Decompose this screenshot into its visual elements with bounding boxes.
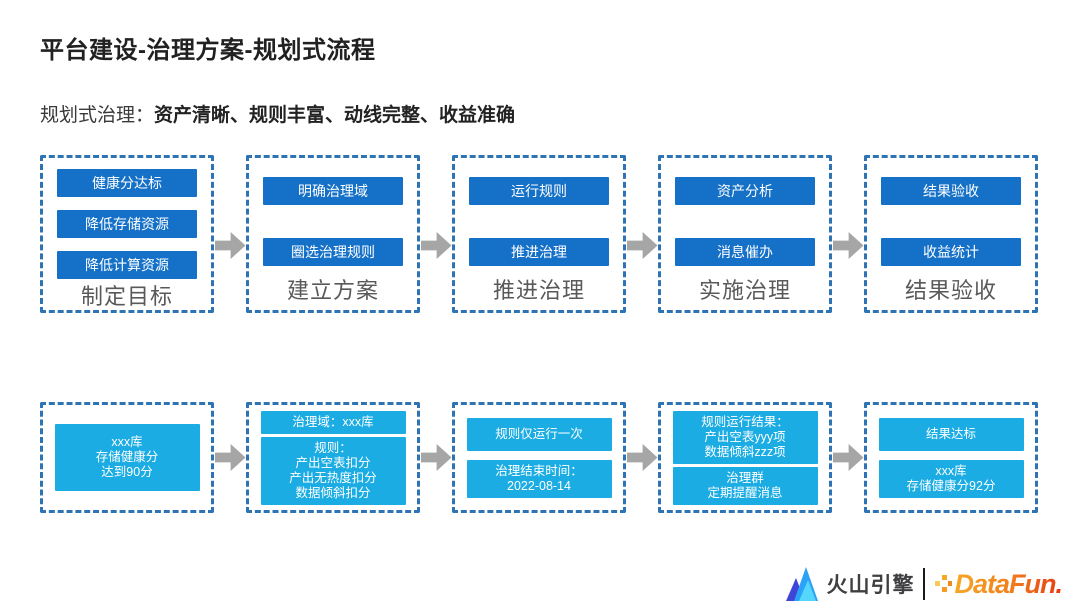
result-line: 规则仅运行一次 — [495, 426, 583, 441]
result-line: 达到90分 — [101, 465, 153, 479]
step-button: 收益统计 — [881, 238, 1021, 266]
step-button: 推进治理 — [469, 238, 609, 266]
step-button: 运行规则 — [469, 177, 609, 205]
arrow-right-icon — [626, 232, 658, 259]
result-line: 结果达标 — [925, 426, 976, 441]
stage-box-implement-governance: 资产分析 消息催办 实施治理 — [658, 155, 832, 313]
subtitle-prefix: 规划式治理： — [40, 105, 155, 126]
datafun-logo: DataFun. — [934, 568, 1063, 600]
stage-label: 建立方案 — [286, 278, 379, 303]
result-line: 治理结束时间： — [495, 463, 583, 478]
step-button: 资产分析 — [675, 177, 815, 205]
flow-row-example: xxx库 存储健康分 达到90分 治理域：xxx库 规则： 产出空表扣分 产出无… — [40, 402, 1038, 513]
datafun-dots-icon — [935, 575, 953, 592]
stage-label: 实施治理 — [698, 278, 791, 303]
volcano-engine-wordmark: 火山引擎 — [826, 574, 915, 597]
stage-box-build-plan: 明确治理域 圈选治理规则 建立方案 — [246, 155, 420, 313]
example-box-results: 规则运行结果： 产出空表yyy项 数据倾斜zzz项 治理群 定期提醒消息 — [658, 402, 832, 513]
result-button: 规则仅运行一次 — [466, 417, 612, 451]
stage-label: 制定目标 — [80, 284, 173, 309]
result-button: xxx库 存储健康分 达到90分 — [54, 424, 200, 491]
arrow-right-icon — [214, 444, 246, 471]
example-box-goal: xxx库 存储健康分 达到90分 — [40, 402, 214, 513]
footer-divider — [923, 568, 926, 600]
stage-label: 结果验收 — [904, 278, 997, 303]
result-line: 规则： — [314, 440, 352, 455]
result-line: 存储健康分92分 — [906, 478, 996, 493]
result-line: 2022-08-14 — [507, 478, 571, 493]
result-line: xxx库 — [111, 435, 143, 449]
footer-brands: 火山引擎 DataFun. — [786, 565, 1063, 603]
datafun-wordmark: DataFun. — [954, 568, 1063, 599]
result-line: 治理群 — [726, 470, 764, 485]
result-line: 数据倾斜zzz项 — [704, 444, 786, 459]
example-box-run: 规则仅运行一次 治理结束时间： 2022-08-14 — [452, 402, 626, 513]
result-button: 规则： 产出空表扣分 产出无热度扣分 数据倾斜扣分 — [260, 436, 406, 505]
result-button: xxx库 存储健康分92分 — [878, 459, 1024, 498]
result-line: 产出无热度扣分 — [289, 470, 377, 485]
stage-label: 推进治理 — [492, 278, 585, 303]
arrow-right-icon — [420, 444, 452, 471]
result-button: 治理结束时间： 2022-08-14 — [466, 459, 612, 498]
volcano-engine-logo: 火山引擎 — [786, 565, 914, 603]
result-line: xxx库 — [935, 463, 967, 478]
step-button: 消息催办 — [675, 238, 815, 266]
stage-box-advance-governance: 运行规则 推进治理 推进治理 — [452, 155, 626, 313]
stage-box-set-goals: 健康分达标 降低存储资源 降低计算资源 制定目标 — [40, 155, 214, 313]
step-button: 明确治理域 — [263, 177, 403, 205]
step-button: 降低存储资源 — [57, 210, 197, 238]
result-line: 定期提醒消息 — [707, 485, 783, 500]
result-button: 治理域：xxx库 — [260, 410, 406, 434]
result-button: 治理群 定期提醒消息 — [672, 466, 818, 505]
arrow-right-icon — [214, 232, 246, 259]
arrow-right-icon — [626, 444, 658, 471]
subtitle: 规划式治理：资产清晰、规则丰富、动线完整、收益准确 — [40, 100, 515, 127]
step-button: 降低计算资源 — [57, 251, 197, 279]
example-box-accept: 结果达标 xxx库 存储健康分92分 — [864, 402, 1038, 513]
result-line: 规则运行结果： — [701, 414, 789, 429]
example-box-plan: 治理域：xxx库 规则： 产出空表扣分 产出无热度扣分 数据倾斜扣分 — [246, 402, 420, 513]
arrow-right-icon — [832, 232, 864, 259]
result-line: 治理域：xxx库 — [292, 414, 374, 429]
result-line: 产出空表扣分 — [295, 455, 371, 470]
result-line: 产出空表yyy项 — [704, 429, 786, 444]
subtitle-keywords: 资产清晰、规则丰富、动线完整、收益准确 — [154, 105, 516, 126]
step-button: 健康分达标 — [57, 169, 197, 197]
result-line: 存储健康分 — [95, 450, 159, 464]
flow-row-stages: 健康分达标 降低存储资源 降低计算资源 制定目标 明确治理域 圈选治理规则 建立… — [40, 155, 1038, 313]
step-button: 结果验收 — [881, 177, 1021, 205]
arrow-right-icon — [832, 444, 864, 471]
arrow-right-icon — [420, 232, 452, 259]
result-button: 规则运行结果： 产出空表yyy项 数据倾斜zzz项 — [672, 410, 818, 464]
step-button: 圈选治理规则 — [263, 238, 403, 266]
page-title: 平台建设-治理方案-规划式流程 — [40, 37, 376, 64]
result-line: 数据倾斜扣分 — [295, 485, 371, 500]
stage-box-accept-results: 结果验收 收益统计 结果验收 — [864, 155, 1038, 313]
result-button: 结果达标 — [878, 417, 1024, 451]
volcano-mountain-icon — [786, 567, 819, 601]
